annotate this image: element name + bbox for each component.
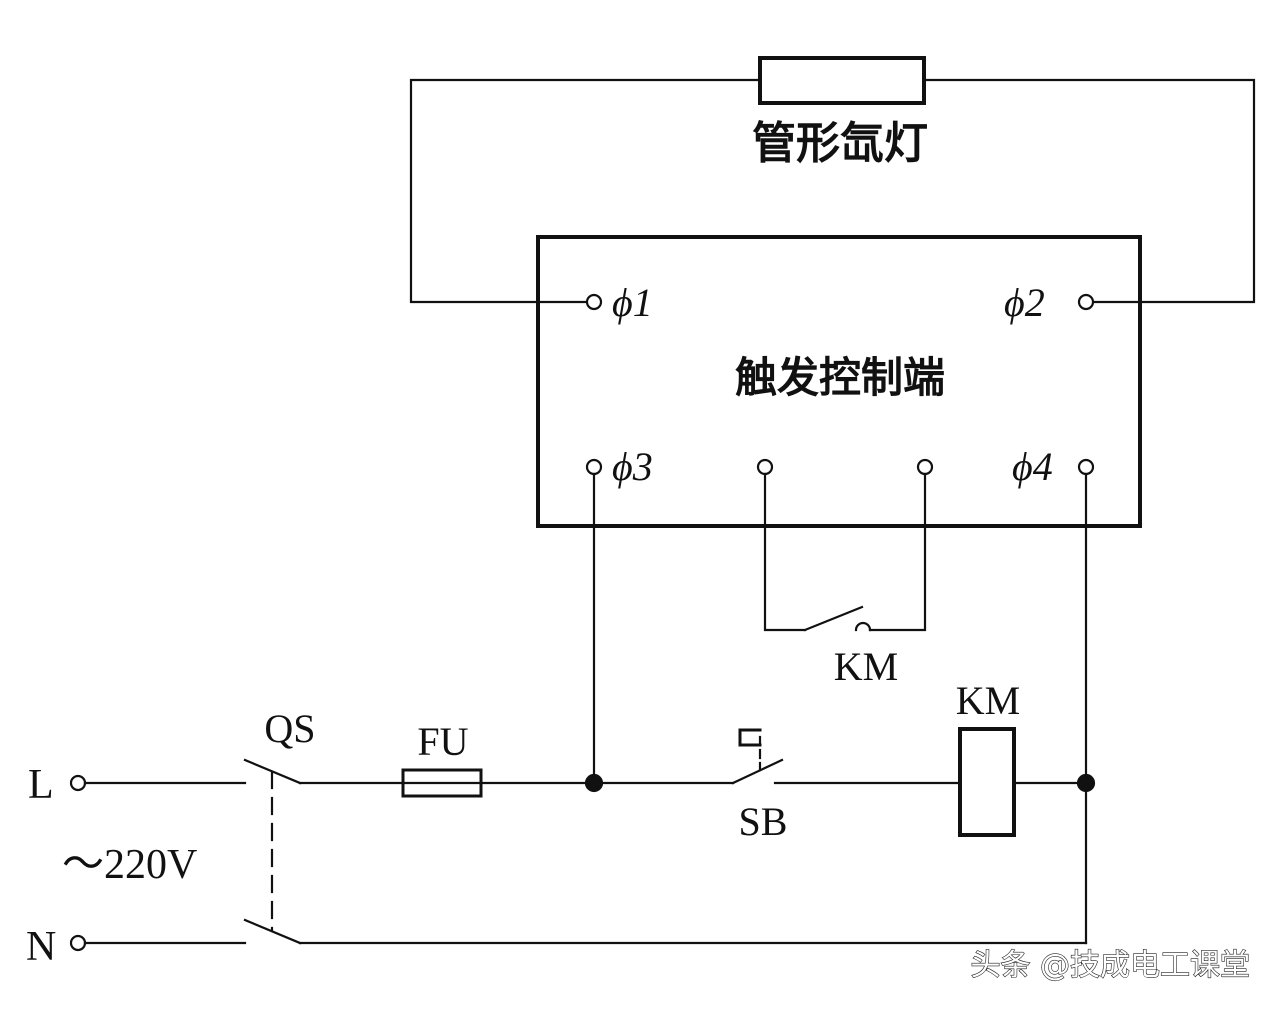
neutral-terminal-label: N bbox=[26, 924, 56, 970]
km-coil-label: KM bbox=[956, 678, 1020, 723]
terminal-3 bbox=[585, 458, 603, 476]
xenon-lamp bbox=[758, 56, 926, 105]
terminal-1-label: ϕ1 bbox=[612, 280, 653, 325]
km-coil bbox=[958, 727, 1016, 837]
junction-left bbox=[584, 773, 604, 793]
terminal-4 bbox=[1077, 458, 1095, 476]
trigger-controller-box bbox=[536, 235, 1142, 528]
terminal-3-label: ϕ3 bbox=[612, 444, 653, 489]
fu-label: FU bbox=[417, 719, 468, 764]
watermark: 头条 @技成电工课堂 bbox=[970, 948, 1250, 983]
controller-label: 触发控制端 bbox=[735, 353, 945, 402]
terminal-2 bbox=[1077, 293, 1095, 311]
junction-right bbox=[1076, 773, 1096, 793]
lamp-wiring bbox=[409, 78, 1256, 304]
line-terminal-label: L bbox=[28, 762, 54, 808]
line-conductor bbox=[69, 758, 1088, 792]
terminal-4-label: ϕ4 bbox=[1012, 444, 1053, 489]
lamp-label: 管形氙灯 bbox=[752, 118, 928, 169]
terminal-1 bbox=[585, 293, 603, 311]
terminal-2-label: ϕ2 bbox=[1004, 280, 1045, 325]
terminal-km-a bbox=[756, 458, 774, 476]
neutral-conductor bbox=[69, 918, 1088, 952]
qs-label: QS bbox=[264, 706, 315, 751]
km-contact-label: KM bbox=[834, 644, 898, 689]
sb-pushbutton bbox=[738, 728, 762, 772]
sb-label: SB bbox=[739, 799, 788, 844]
voltage-label: ～220V bbox=[62, 842, 197, 888]
km-contact bbox=[763, 472, 927, 632]
terminal-km-b bbox=[916, 458, 934, 476]
